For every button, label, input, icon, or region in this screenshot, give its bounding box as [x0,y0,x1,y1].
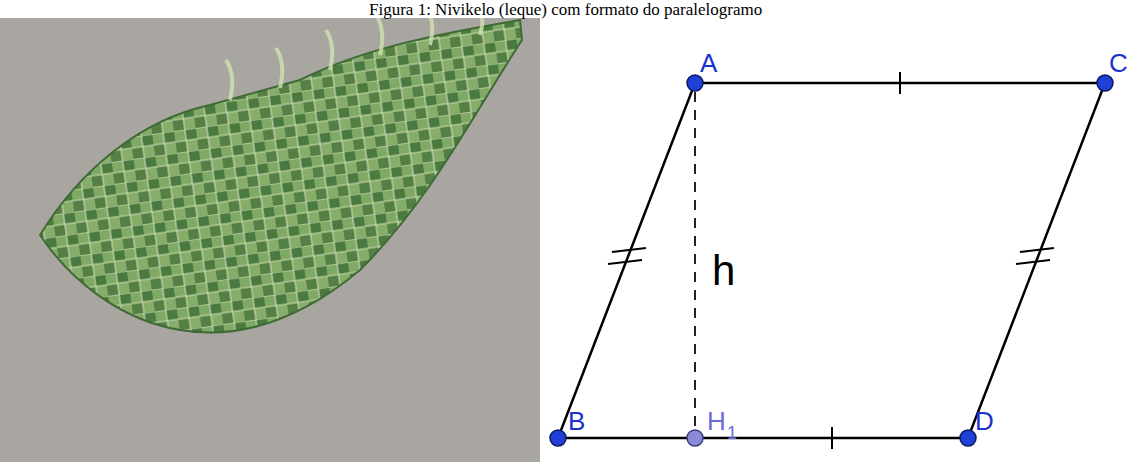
parallelogram [550,72,1113,449]
photo-ground [0,18,540,462]
subscript-label: 1 [727,424,737,442]
tick-mark [899,72,901,94]
vertex-dot [550,430,566,446]
foot-dot [687,430,703,446]
vertex-label: H [707,408,726,434]
fan-ribs [226,10,482,100]
woven-fan [40,20,522,333]
tick-mark [831,427,833,449]
figure-caption: Figura 1: Nivikelo (leque) com formato d… [365,1,766,18]
vertex-label: C [1109,50,1128,76]
vertex-label: D [975,408,994,434]
height-label: h [712,250,735,292]
tick-mark [608,260,642,264]
tick-mark [612,248,646,252]
vertex-dot [1097,75,1113,91]
vertex-dot [960,430,976,446]
vertex-dot [687,75,703,91]
tick-mark [1020,248,1054,252]
tick-mark [1016,260,1050,264]
height-line [694,92,696,430]
vertex-label: A [700,50,717,76]
vertex-label: B [568,408,585,434]
